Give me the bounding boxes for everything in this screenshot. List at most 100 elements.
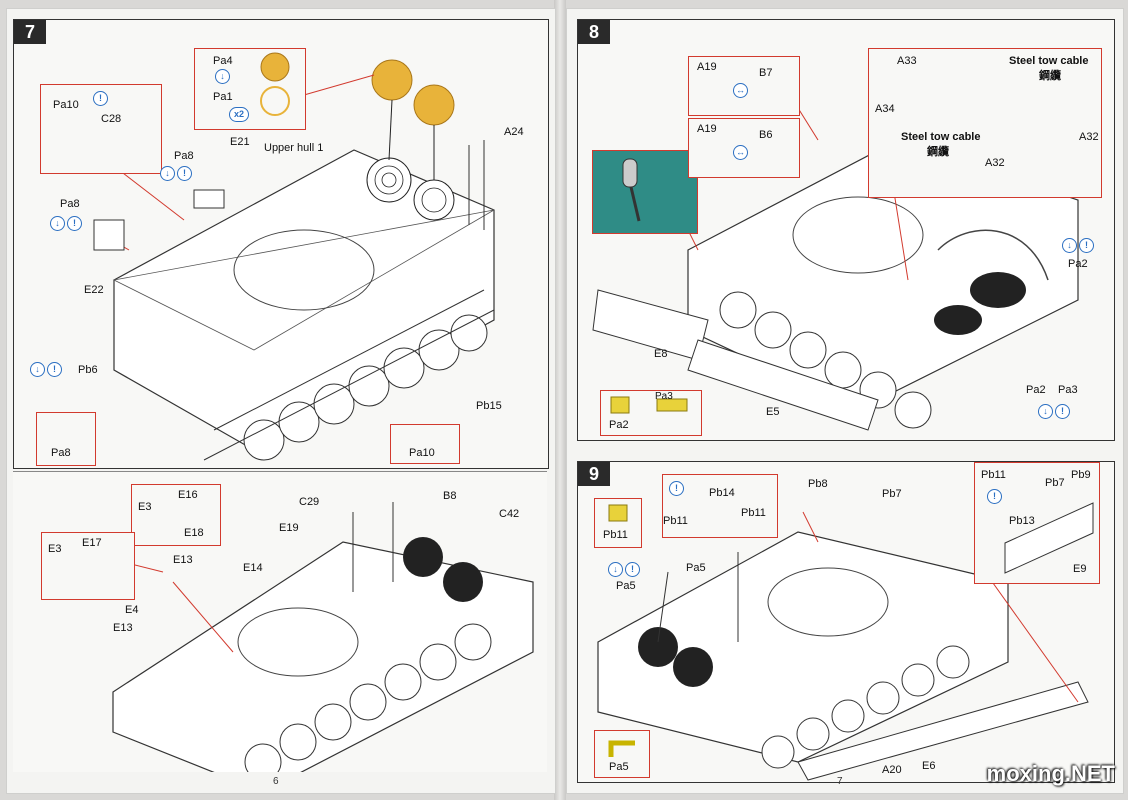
- tow-cable-callout: A33 Steel tow cable 鋼纜 A34 Steel tow cab…: [868, 48, 1102, 198]
- hull-drawing: [592, 59, 1079, 431]
- flip-symbol-icon: ↓: [215, 69, 230, 84]
- part-label-e19: E19: [279, 522, 299, 534]
- info-symbol-icon: !: [93, 91, 108, 106]
- flip-symbol-icon: ↓: [1038, 404, 1053, 419]
- part-label-pa10: Pa10: [53, 99, 79, 111]
- part-label-pb14: Pb14: [709, 487, 735, 499]
- part-label-pa8: Pa8: [174, 150, 194, 162]
- part-label-e13: E13: [173, 554, 193, 566]
- part-label-a19: A19: [697, 123, 717, 135]
- book-spine: [554, 0, 566, 800]
- symbol-row: ↓!: [30, 362, 64, 377]
- page-number: 6: [273, 776, 279, 787]
- page-number: 7: [837, 776, 843, 787]
- flip-symbol-icon: ↓: [1062, 238, 1077, 253]
- flip-symbol-icon: ↓: [608, 562, 623, 577]
- part-label-e17: E17: [82, 537, 102, 549]
- step-number-badge: 8: [578, 20, 610, 44]
- pa10-c28-callout: Pa10 C28 !: [40, 84, 162, 174]
- part-label-b7: B7: [759, 67, 773, 79]
- left-page: 7: [6, 8, 556, 794]
- part-label-c29: C29: [299, 496, 320, 508]
- part-label-pb11: Pb11: [741, 507, 766, 519]
- part-label-e14: E14: [243, 562, 263, 574]
- step-7-lower-panel: E3 E16 E18 E3 E17 C29 B8 C42 E13 E19 E14…: [13, 471, 547, 772]
- part-label-e22: E22: [84, 284, 104, 296]
- step-title: Upper hull 1: [264, 142, 324, 154]
- info-symbol-icon: !: [47, 362, 62, 377]
- flip-symbol-icon: ↓: [50, 216, 65, 231]
- part-label-pb15: Pb15: [476, 400, 502, 412]
- hull-drawing: [597, 511, 1089, 781]
- e3-e16-e18-callout: E3 E16 E18: [131, 484, 221, 546]
- part-label-pa5: Pa5: [616, 580, 636, 592]
- part-label-e4: E4: [125, 604, 139, 616]
- part-label-pa2: Pa2: [1068, 258, 1088, 270]
- symbol-row: ↓!: [50, 216, 84, 231]
- e3-e17-callout: E3 E17: [41, 532, 135, 600]
- part-label-pb8: Pb8: [808, 478, 828, 490]
- hull-drawing: [50, 59, 495, 461]
- part-label-pb11: Pb11: [603, 529, 628, 541]
- info-symbol-icon: !: [625, 562, 640, 577]
- part-label-pb11: Pb11: [663, 515, 688, 527]
- part-label-a20: A20: [882, 764, 902, 776]
- detail-inset: [592, 150, 698, 234]
- part-label-pb7: Pb7: [1045, 477, 1065, 489]
- hull-drawing-lower: [112, 502, 534, 772]
- step-8-panel: 8 A19 B7 ↔ A19: [577, 19, 1115, 441]
- tow-cable-label-cn: 鋼纜: [927, 146, 949, 158]
- pa2-pa3-part-box: Pa2 Pa3: [600, 390, 702, 436]
- info-symbol-icon: !: [1079, 238, 1094, 253]
- part-label-e8: E8: [654, 348, 668, 360]
- part-label-e3: E3: [48, 543, 62, 555]
- part-label-pa3: Pa3: [655, 391, 673, 402]
- quantity-symbol-icon: x2: [229, 107, 249, 122]
- info-symbol-icon: !: [987, 489, 1002, 504]
- symbol-row: ↓!: [1038, 404, 1072, 419]
- tow-cable-label-cn: 鋼纜: [1039, 70, 1061, 82]
- part-label-pa5: Pa5: [609, 761, 629, 773]
- watermark: moxing.NET: [986, 761, 1115, 786]
- pa10-part-box: Pa10: [390, 424, 460, 464]
- flip-symbol-icon: ↔: [733, 145, 748, 160]
- part-label-c42: C42: [499, 508, 520, 520]
- part-label-c28: C28: [101, 113, 122, 125]
- part-label-a32: A32: [985, 157, 1005, 169]
- part-label-pa3: Pa3: [1058, 384, 1078, 396]
- info-symbol-icon: !: [1055, 404, 1070, 419]
- part-label-e18: E18: [184, 527, 204, 539]
- part-label-e13: E13: [113, 622, 133, 634]
- part-label-e6: E6: [922, 760, 936, 772]
- step-9-panel: 9 Pb11 Pb14 Pb11 Pb11 ! Pb8 Pb: [577, 461, 1115, 783]
- flip-symbol-icon: ↔: [733, 83, 748, 98]
- tow-cable-label: Steel tow cable: [1009, 55, 1089, 67]
- part-label-a19: A19: [697, 61, 717, 73]
- info-symbol-icon: !: [177, 166, 192, 181]
- pa8-part-box: Pa8: [36, 412, 96, 466]
- part-label-e9: E9: [1073, 563, 1087, 575]
- part-label-a34: A34: [875, 103, 895, 115]
- part-label-b6: B6: [759, 129, 773, 141]
- part-label-pb13: Pb13: [1009, 515, 1035, 527]
- symbol-row: ↓!: [608, 562, 642, 577]
- part-label-pa4: Pa4: [213, 55, 233, 67]
- part-label-pa1: Pa1: [213, 91, 233, 103]
- info-symbol-icon: !: [669, 481, 684, 496]
- pa4-pa1-callout: Pa4 Pa1 ↓ x2: [194, 48, 306, 130]
- right-page: 8 A19 B7 ↔ A19: [566, 8, 1124, 794]
- part-label-a24: A24: [504, 126, 524, 138]
- e9-callout: Pb11 Pb7 Pb9 Pb13 E9 !: [974, 462, 1100, 584]
- a19-b6-callout: A19 B6 ↔: [688, 118, 800, 178]
- part-label-b8: B8: [443, 490, 457, 502]
- step-number-badge: 7: [14, 20, 46, 44]
- part-label-pa8: Pa8: [51, 447, 71, 459]
- pb14-pb11-callout: Pb14 Pb11 Pb11 !: [662, 474, 778, 538]
- flip-symbol-icon: ↓: [30, 362, 45, 377]
- part-label-e5: E5: [766, 406, 780, 418]
- symbol-row: ↓!: [160, 166, 194, 181]
- part-label-e16: E16: [178, 489, 198, 501]
- a19-b7-callout: A19 B7 ↔: [688, 56, 800, 116]
- step-7-panel: 7: [13, 19, 549, 469]
- symbol-row: ↓!: [1062, 238, 1096, 253]
